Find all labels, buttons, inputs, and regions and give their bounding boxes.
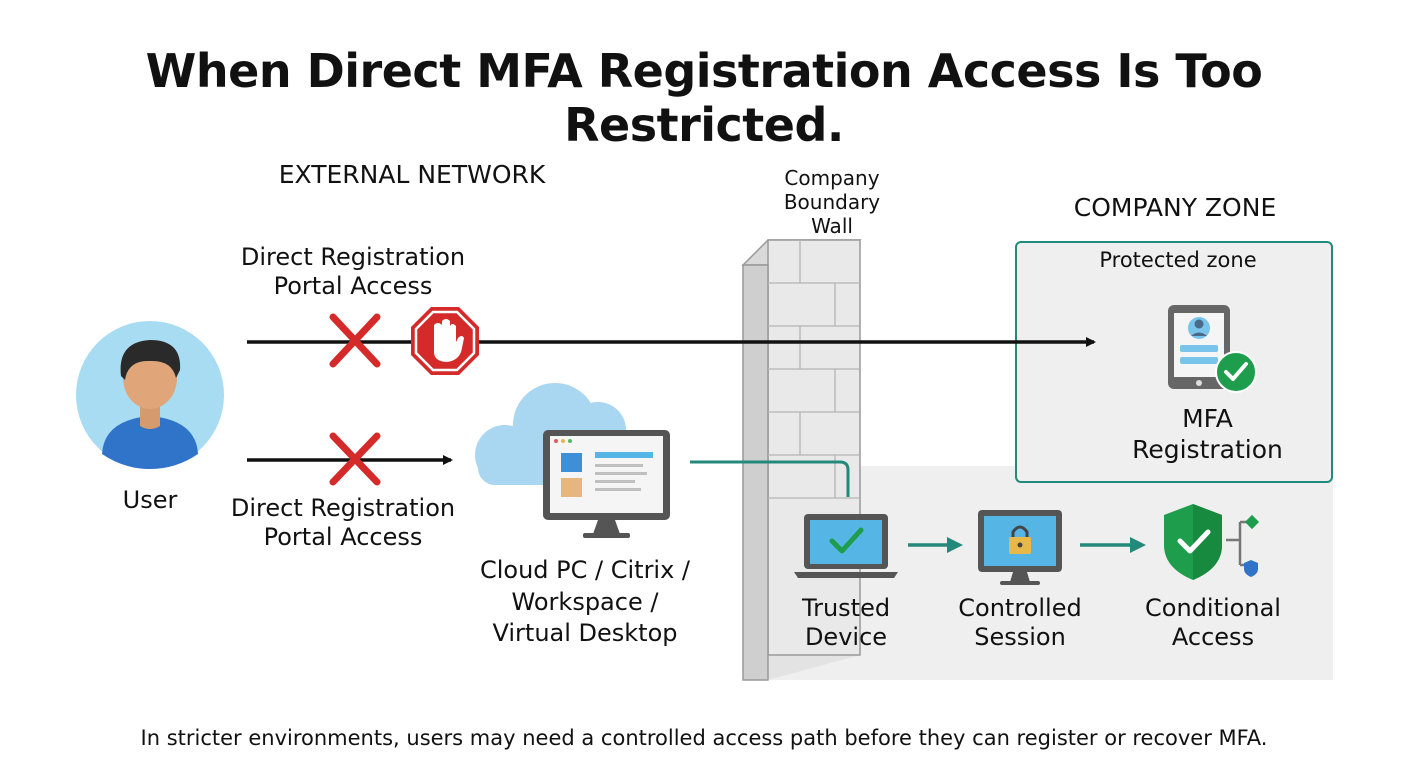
- external-network-label: EXTERNAL NETWORK: [278, 160, 546, 189]
- bottom-path-cross-icon: [329, 432, 381, 486]
- boundary-wall-label: Company Boundary Wall: [783, 166, 881, 238]
- page-title: When Direct MFA Registration Access Is T…: [145, 44, 1263, 152]
- protected-zone-label: Protected zone: [1099, 248, 1257, 272]
- user-label: User: [122, 486, 178, 514]
- step-trusted-device-label: Trusted Device: [801, 594, 891, 652]
- trusted-device-laptop-icon: [794, 514, 898, 578]
- controlled-path-connector: [690, 460, 850, 497]
- mfa-registration-label: MFA Registration: [1132, 404, 1283, 464]
- stop-sign-icon: [411, 307, 479, 375]
- mfa-phone-icon: [1168, 305, 1257, 393]
- top-path-label: Direct Registration Portal Access: [240, 243, 466, 301]
- controlled-session-monitor-icon: [978, 510, 1062, 585]
- step-arrow-2: [1080, 537, 1146, 553]
- step-arrow-1: [908, 537, 963, 553]
- company-zone-label: COMPANY ZONE: [1073, 193, 1277, 222]
- step-conditional-access-label: Conditional Access: [1145, 594, 1281, 652]
- step-controlled-session-label: Controlled Session: [958, 594, 1082, 652]
- virtual-desktop-label: Cloud PC / Citrix / Workspace / Virtual …: [479, 556, 691, 648]
- footer-caption: In stricter environments, users may need…: [140, 726, 1268, 750]
- boundary-wall: [741, 239, 862, 681]
- top-path-cross-icon: [329, 313, 381, 368]
- user-icon: [76, 321, 224, 469]
- conditional-access-shield-icon: [1164, 504, 1260, 580]
- virtual-desktop-monitor-icon: [543, 430, 670, 538]
- bottom-path-label: Direct Registration Portal Access: [230, 494, 456, 552]
